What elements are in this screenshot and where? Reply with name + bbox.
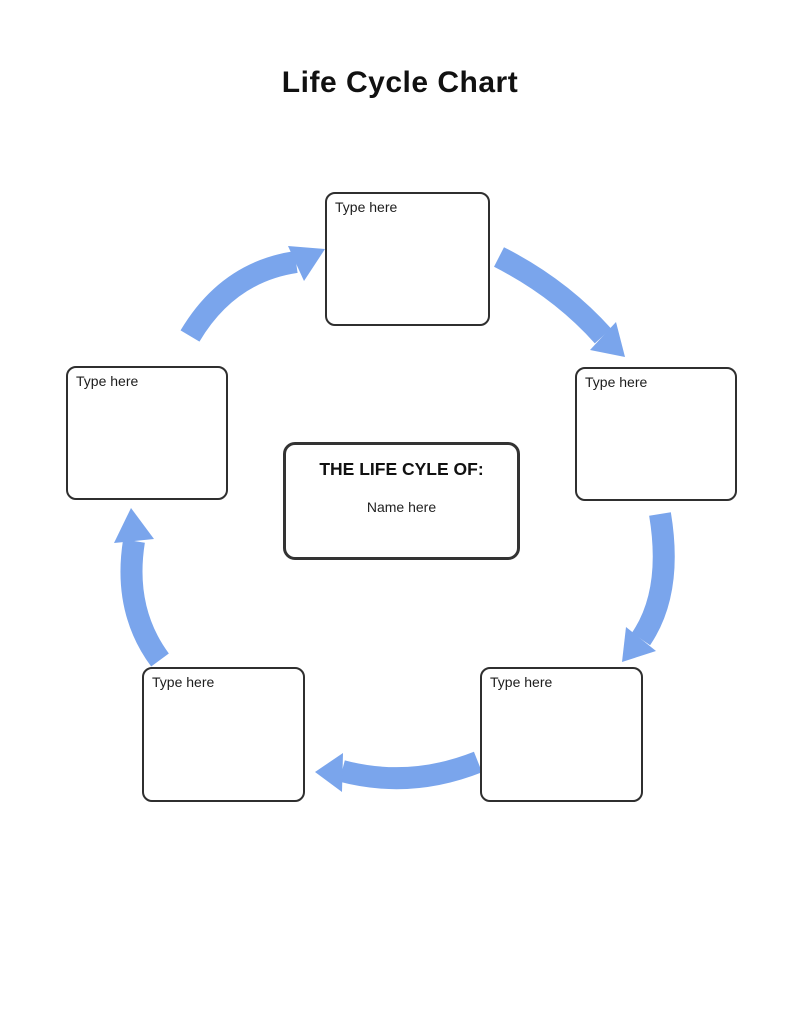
arrow-left-to-top-icon — [180, 246, 325, 342]
arrow-right-to-bottom-right-icon — [622, 512, 675, 662]
page-title: Life Cycle Chart — [281, 66, 519, 99]
stage-box-left[interactable]: Type here — [66, 366, 228, 500]
arrow-top-to-right-icon — [493, 247, 625, 357]
stage-label: Type here — [490, 674, 553, 690]
arrow-bottom-left-to-left-icon — [114, 508, 169, 667]
center-title-box[interactable]: THE LIFE CYLE OF: Name here — [283, 442, 520, 560]
stage-label: Type here — [152, 674, 215, 690]
stage-box-top[interactable]: Type here — [325, 192, 490, 326]
stage-label: Type here — [335, 199, 398, 215]
stage-box-bottom-left[interactable]: Type here — [142, 667, 305, 802]
stage-box-right[interactable]: Type here — [575, 367, 737, 501]
stage-label: Type here — [76, 373, 139, 389]
stage-label: Type here — [585, 374, 648, 390]
center-heading: THE LIFE CYLE OF: — [319, 459, 484, 479]
stage-box-bottom-right[interactable]: Type here — [480, 667, 643, 802]
arrow-bottom-right-to-bottom-left-icon — [315, 751, 483, 792]
center-name-placeholder[interactable]: Name here — [366, 499, 437, 515]
